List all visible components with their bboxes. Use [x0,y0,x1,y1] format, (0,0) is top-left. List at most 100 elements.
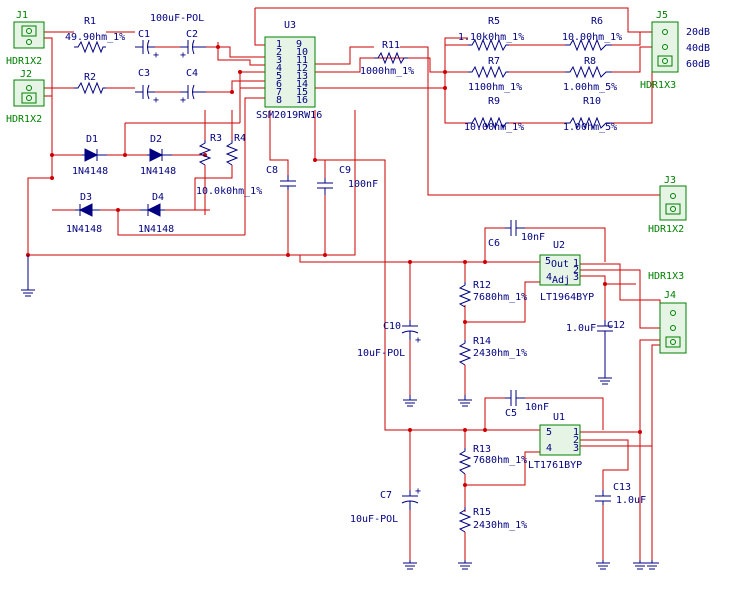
u2-ref: U2 [553,240,565,251]
diode-d4[interactable]: D4 1N4148 [138,192,174,235]
r7-ref: R7 [488,56,500,67]
capacitor-c3[interactable]: C3 + [135,68,159,106]
ground-icon [403,395,417,407]
resistor-r9[interactable]: R9 10.00hm_1% [464,96,524,133]
c7-plus: + [415,486,421,497]
diode-d3[interactable]: D3 1N4148 [66,192,102,235]
capacitor-c2[interactable]: C2 100uF-POL + [150,13,206,61]
r6-ref: R6 [591,16,603,27]
r4-ref: R4 [234,133,246,144]
c4-ref: C4 [186,68,198,79]
ic-u2[interactable]: U2 LT1964BYP 5 Out Adj 4 1 2 3 [539,240,594,303]
r8-value: 1.00hm_5% [563,82,617,93]
wires [27,7,668,560]
d2-ref: D2 [150,134,162,145]
u2-pin-2: 2 [573,265,579,276]
ic-u3[interactable]: U3 SSM2019RW16 1 2 3 4 5 6 7 8 9 10 11 1… [256,20,322,121]
u2-pin-3: 3 [573,272,579,283]
ground-icon [596,560,610,570]
u3-right-pins: 9 10 11 12 13 14 15 16 [296,39,308,106]
resistor-r11[interactable]: R11 1000hm_1% [360,40,414,77]
r15-ref: R15 [473,507,491,518]
j5-type: HDR1X3 [640,80,676,91]
j2-type: HDR1X2 [6,114,42,125]
r12-value: 7680hm_1% [473,292,527,303]
ground-icon [458,395,472,407]
u3-pin-2: 2 [276,47,282,58]
connector-j2[interactable]: J2 HDR1X2 [6,69,45,125]
resistor-r8[interactable]: R8 1.00hm_5% [563,56,617,93]
connector-j1[interactable]: J1 HDR1X2 [6,10,45,67]
resistor-r7[interactable]: R7 1100hm_1% [468,56,522,93]
capacitor-c10[interactable]: C10 10uF-POL + [357,320,421,359]
c3-plus: + [153,95,159,106]
j1-ref: J1 [16,10,28,21]
resistor-r15[interactable]: R15 2430hm_1% [458,507,527,533]
u1-pin-4: 4 [546,443,552,454]
resistor-r5[interactable]: R5 1.10k0hm_1% [458,16,524,52]
connector-j4[interactable]: J4 HDR1X3 [648,271,687,354]
d4-value: 1N4148 [138,224,174,235]
c9-ref: C9 [339,165,351,176]
capacitor-c8[interactable]: C8 [266,165,296,190]
c6-value: 10nF [521,232,545,243]
resistor-r4[interactable]: R4 [225,133,246,166]
resistor-r12[interactable]: R12 7680hm_1% [458,280,527,308]
u2-pin-adj: Adj [552,275,570,286]
u3-pin-7: 7 [276,87,282,98]
j4-ref: J4 [664,290,676,301]
resistor-r10[interactable]: R10 1.00hm_5% [563,96,617,133]
u3-left-pins: 1 2 3 4 5 6 7 8 [276,39,282,106]
r11-value: 1000hm_1% [360,66,414,77]
ic-u1[interactable]: U1 LT1761BYP 5 4 1 2 3 [528,412,582,471]
resistor-r13[interactable]: R13 7680hm_1% [458,444,527,475]
resistor-r3[interactable]: R3 10.0k0hm_1% [196,133,262,197]
r11-ref: R11 [382,40,400,51]
c13-ref: C13 [613,482,631,493]
r7-value: 1100hm_1% [468,82,522,93]
u2-pin-out: Out [551,259,569,270]
r13-ref: R13 [473,444,491,455]
r1-value: 49.90hm_1% [65,32,125,43]
c10-plus: + [415,335,421,346]
c9-value: 100nF [348,179,378,190]
capacitor-c1[interactable]: C1 + [135,29,159,61]
d4-ref: D4 [152,192,164,203]
c2-value: 100uF-POL [150,13,204,24]
j5-ref: J5 [656,10,668,21]
u3-pin-4: 4 [276,63,282,74]
capacitor-c9[interactable]: C9 100nF [317,165,378,195]
ground-icon [598,375,612,385]
c3-ref: C3 [138,68,150,79]
capacitor-c4[interactable]: C4 + [180,68,206,106]
resistor-r2[interactable]: R2 [74,72,106,95]
u3-pin-5: 5 [276,71,282,82]
j4-type: HDR1X3 [648,271,684,282]
diode-d1[interactable]: D1 1N4148 [72,134,108,177]
u2-pin-4: 4 [546,272,552,283]
capacitor-c13[interactable]: C13 1.0uF [595,482,646,506]
d1-ref: D1 [86,134,98,145]
r5-ref: R5 [488,16,500,27]
diode-d2[interactable]: D2 1N4148 [140,134,176,177]
r15-value: 2430hm_1% [473,520,527,531]
u1-pin-2: 2 [573,435,579,446]
connector-j3[interactable]: J3 HDR1X2 [648,175,687,235]
r10-value: 1.00hm_5% [563,122,617,133]
ground-icon [633,560,647,570]
r14-value: 2430hm_1% [473,348,527,359]
u3-pin-10: 10 [296,47,308,58]
resistor-r14[interactable]: R14 2430hm_1% [458,336,527,366]
capacitor-c7[interactable]: C7 10uF-POL + [350,486,421,525]
resistor-r6[interactable]: R6 10.00hm_1% [562,16,622,52]
capacitor-c5[interactable]: C5 10nF [505,390,549,419]
ground-icon [458,560,472,570]
u3-pin-3: 3 [276,55,282,66]
capacitor-c12[interactable]: C12 1.0uF [566,320,625,375]
resistor-r1[interactable]: R1 49.90hm_1% [65,16,125,54]
connector-j5[interactable]: J5 HDR1X3 20dB 40dB 60dB [640,10,710,91]
u2-pin-1: 1 [573,258,579,269]
capacitor-c6[interactable]: C6 10nF [488,220,545,249]
ground-symbols [21,255,659,570]
